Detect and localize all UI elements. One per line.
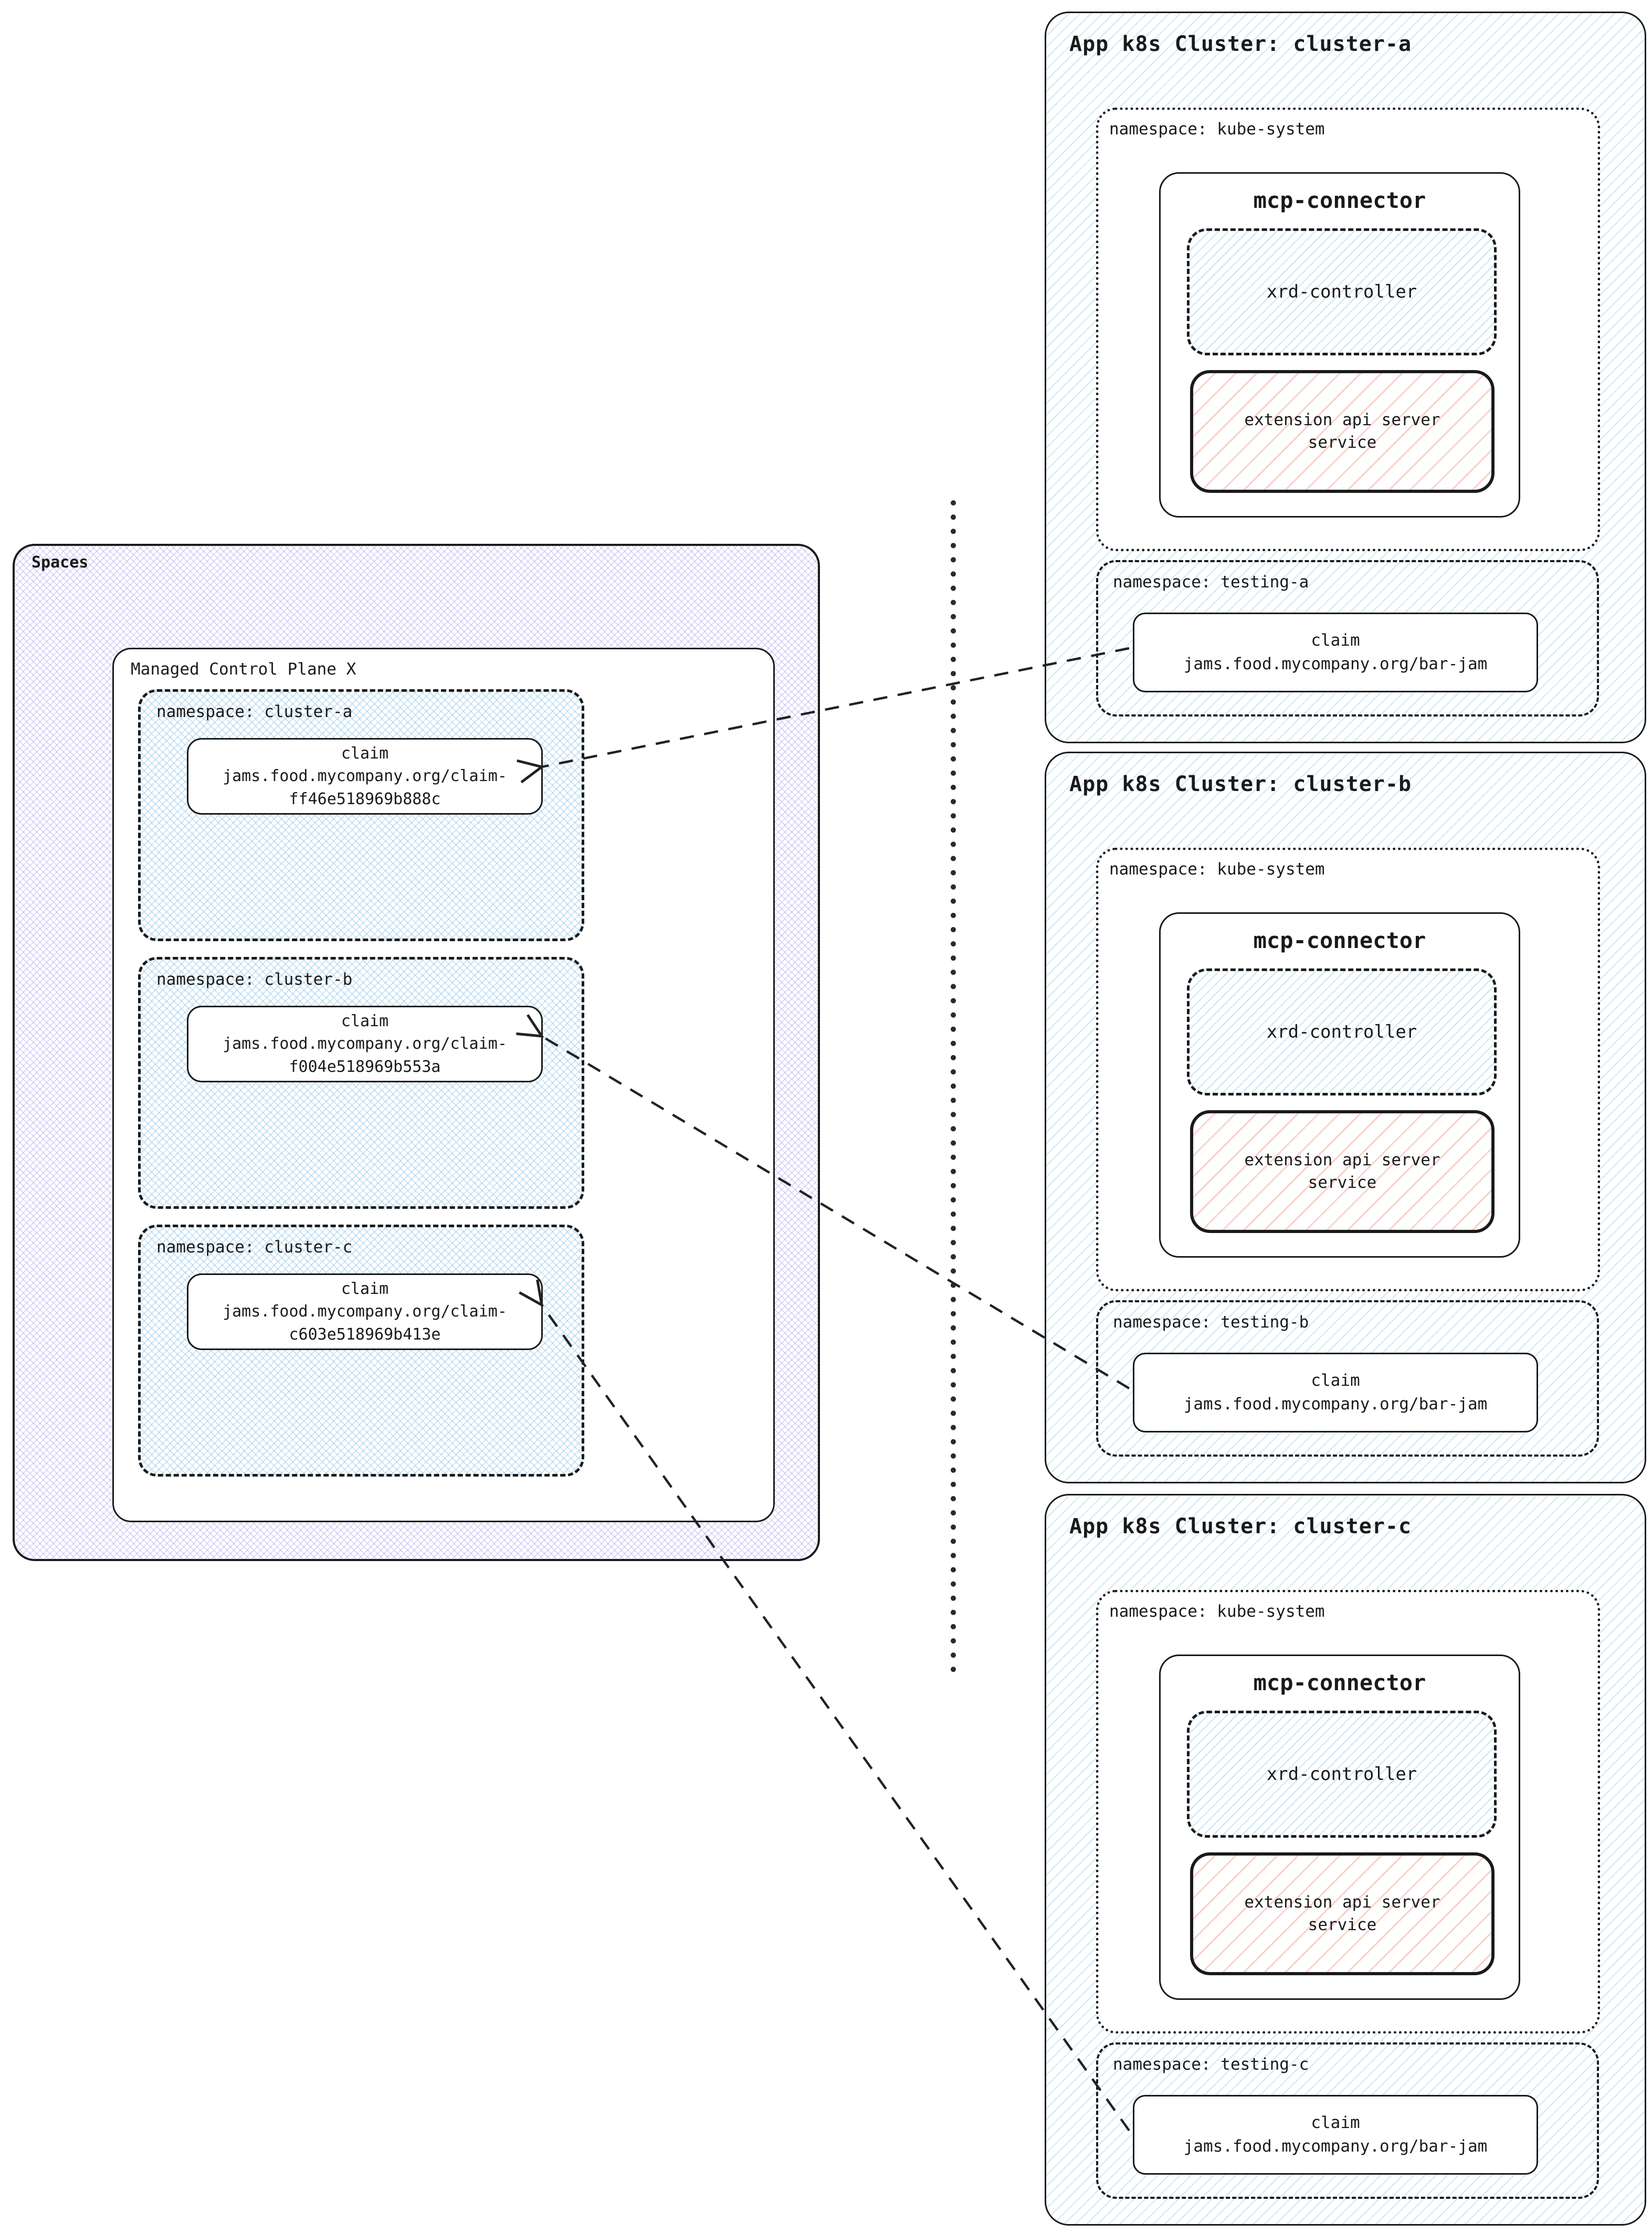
managed-control-plane-label: Managed Control Plane X [131, 660, 356, 679]
spaces-label: Spaces [31, 553, 89, 572]
namespace-box-cluster-a: namespace: cluster-a claim jams.food.myc… [138, 689, 584, 941]
xrd-controller-label: xrd-controller [1266, 1764, 1417, 1785]
claim-line-2: f004e518969b553a [289, 1057, 441, 1076]
extension-api-server-box: extension api server service [1190, 1110, 1495, 1233]
extension-api-line-2: service [1308, 1173, 1377, 1192]
xrd-controller-box: xrd-controller [1187, 228, 1497, 355]
kube-system-label: namespace: kube-system [1109, 120, 1325, 139]
claim-title: claim [341, 744, 389, 763]
kube-system-namespace-box: namespace: kube-system mcp-connector xrd… [1096, 1590, 1600, 2033]
claim-line-2: ff46e518969b888c [289, 789, 441, 808]
kube-system-namespace-box: namespace: kube-system mcp-connector xrd… [1096, 848, 1600, 1291]
app-cluster-c: App k8s Cluster: cluster-c namespace: ku… [1045, 1494, 1646, 2226]
claim-line: jams.food.mycompany.org/bar-jam [1183, 2137, 1488, 2156]
managed-control-plane-box: Managed Control Plane X namespace: clust… [112, 648, 775, 1522]
mcp-connector-box: mcp-connector xrd-controller extension a… [1159, 172, 1520, 518]
testing-namespace-label: namespace: testing-b [1113, 1313, 1309, 1332]
extension-api-line-1: extension api server [1244, 1150, 1440, 1169]
testing-namespace-box: namespace: testing-b claim jams.food.myc… [1096, 1300, 1599, 1457]
extension-api-line-1: extension api server [1244, 410, 1440, 429]
extension-api-line-1: extension api server [1244, 1892, 1440, 1912]
mcp-connector-label: mcp-connector [1253, 928, 1426, 953]
claim-title: claim [341, 1011, 389, 1030]
namespace-box-cluster-c: namespace: cluster-c claim jams.food.myc… [138, 1225, 584, 1477]
xrd-controller-label: xrd-controller [1266, 281, 1417, 302]
mcp-connector-label: mcp-connector [1253, 187, 1426, 213]
extension-api-line-2: service [1308, 433, 1377, 452]
extension-api-line-2: service [1308, 1915, 1377, 1934]
xrd-controller-box: xrd-controller [1187, 968, 1497, 1095]
namespace-label: namespace: cluster-a [156, 702, 353, 721]
cluster-title: App k8s Cluster: cluster-c [1069, 1514, 1412, 1538]
xrd-controller-box: xrd-controller [1187, 1711, 1497, 1838]
xrd-controller-label: xrd-controller [1266, 1021, 1417, 1042]
testing-namespace-box: namespace: testing-a claim jams.food.myc… [1096, 560, 1599, 716]
claim-line: jams.food.mycompany.org/bar-jam [1183, 1395, 1488, 1414]
kube-system-namespace-box: namespace: kube-system mcp-connector xrd… [1096, 108, 1600, 551]
cluster-title: App k8s Cluster: cluster-b [1069, 772, 1412, 796]
claim-title: claim [341, 1279, 389, 1298]
extension-api-server-box: extension api server service [1190, 1852, 1495, 1975]
claim-title: claim [1311, 631, 1360, 650]
claim-box-testing-a: claim jams.food.mycompany.org/bar-jam [1133, 613, 1538, 692]
claim-line-2: c603e518969b413e [289, 1325, 441, 1344]
namespace-label: namespace: cluster-b [156, 970, 353, 989]
namespace-label: namespace: cluster-c [156, 1238, 353, 1257]
kube-system-label: namespace: kube-system [1109, 1602, 1325, 1621]
app-cluster-b: App k8s Cluster: cluster-b namespace: ku… [1045, 752, 1646, 1483]
namespace-box-cluster-b: namespace: cluster-b claim jams.food.myc… [138, 957, 584, 1209]
claim-box-cluster-b: claim jams.food.mycompany.org/claim- f00… [187, 1006, 543, 1082]
claim-box-testing-c: claim jams.food.mycompany.org/bar-jam [1133, 2095, 1538, 2175]
claim-line: jams.food.mycompany.org/bar-jam [1183, 655, 1488, 673]
mcp-connector-box: mcp-connector xrd-controller extension a… [1159, 912, 1520, 1258]
kube-system-label: namespace: kube-system [1109, 860, 1325, 879]
mcp-connector-label: mcp-connector [1253, 1670, 1426, 1695]
claim-box-cluster-c: claim jams.food.mycompany.org/claim- c60… [187, 1273, 543, 1350]
testing-namespace-label: namespace: testing-a [1113, 573, 1309, 592]
claim-line-1: jams.food.mycompany.org/claim- [223, 1302, 507, 1321]
cluster-title: App k8s Cluster: cluster-a [1069, 32, 1412, 56]
claim-title: claim [1311, 2113, 1360, 2133]
claim-box-testing-b: claim jams.food.mycompany.org/bar-jam [1133, 1353, 1538, 1432]
claim-line-1: jams.food.mycompany.org/claim- [223, 767, 507, 786]
mcp-connector-box: mcp-connector xrd-controller extension a… [1159, 1655, 1520, 2000]
claim-title: claim [1311, 1371, 1360, 1390]
testing-namespace-label: namespace: testing-c [1113, 2055, 1309, 2074]
app-cluster-a: App k8s Cluster: cluster-a namespace: ku… [1045, 12, 1646, 743]
spaces-group: Spaces Managed Control Plane X namespace… [13, 544, 820, 1561]
claim-line-1: jams.food.mycompany.org/claim- [223, 1035, 507, 1053]
testing-namespace-box: namespace: testing-c claim jams.food.myc… [1096, 2042, 1599, 2199]
extension-api-server-box: extension api server service [1190, 370, 1495, 493]
claim-box-cluster-a: claim jams.food.mycompany.org/claim- ff4… [187, 738, 543, 815]
